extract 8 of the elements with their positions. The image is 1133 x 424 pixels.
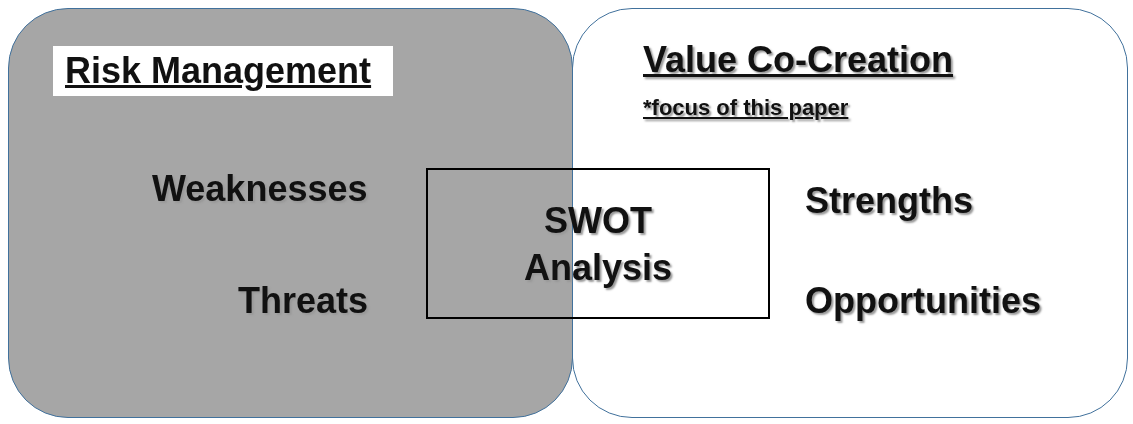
swot-factor-label: Weaknesses — [152, 168, 368, 210]
swot-factor-label: Strengths — [805, 180, 973, 222]
swot-factor-label: Opportunities — [805, 280, 1041, 322]
heading: Value Co-Creation — [643, 39, 954, 81]
subheading-note: *focus of this paper — [643, 95, 849, 121]
outlined-box — [426, 168, 770, 319]
heading: Risk Management — [53, 46, 394, 96]
swot-factor-label: Threats — [238, 280, 369, 322]
